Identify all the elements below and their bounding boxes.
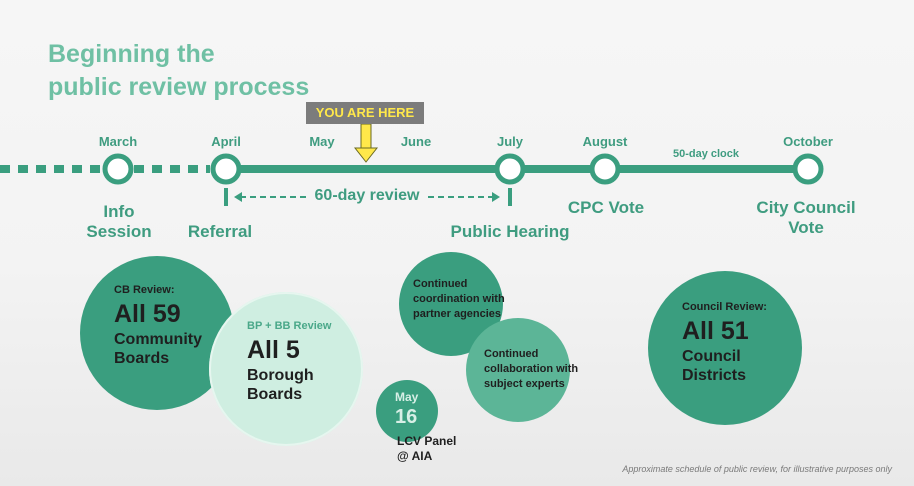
month-april: April bbox=[211, 134, 241, 149]
month-july: July bbox=[496, 134, 524, 149]
bp-review-count: All 5 bbox=[247, 336, 300, 364]
collaboration-bubble: Continued collaboration with subject exp… bbox=[466, 318, 578, 422]
marker-arrow-shaft bbox=[360, 123, 372, 151]
bp-review-head: BP + BB Review bbox=[247, 320, 332, 332]
may-16-bubble: May 16 bbox=[376, 380, 438, 442]
council-review-head: Council Review: bbox=[682, 301, 767, 313]
coordination-text: Continued coordination with partner agen… bbox=[413, 277, 505, 322]
month-june: June bbox=[400, 134, 432, 149]
review-arrowhead-left bbox=[234, 192, 242, 202]
council-review-count: All 51 bbox=[682, 317, 749, 345]
node-april bbox=[210, 153, 242, 185]
node-august bbox=[589, 153, 621, 185]
may-16-month: May bbox=[395, 390, 419, 404]
bp-number: 5 bbox=[285, 336, 300, 364]
council-line-2: Districts bbox=[682, 367, 747, 384]
council-prefix: All bbox=[682, 317, 714, 345]
cb-review-head: CB Review: bbox=[114, 284, 175, 296]
footnote: Approximate schedule of public review, f… bbox=[622, 464, 892, 474]
stage-cpc-vote: CPC Vote bbox=[567, 198, 645, 217]
collaboration-text: Continued collaboration with subject exp… bbox=[484, 347, 578, 392]
bp-bb-review-bubble: BP + BB Review All 5 Borough Boards bbox=[209, 292, 363, 446]
bp-line-1: Borough bbox=[247, 367, 314, 384]
stage-city-council-vote: City Council Vote bbox=[756, 198, 855, 238]
coordination-line-1: Continued bbox=[413, 278, 468, 290]
stage-info-session: Info Session bbox=[86, 202, 151, 242]
bp-prefix: All bbox=[247, 336, 279, 364]
council-line-1: Council bbox=[682, 348, 741, 365]
collaboration-line-3: subject experts bbox=[484, 378, 565, 390]
coordination-line-2: coordination with bbox=[413, 293, 505, 305]
cb-line-1: Community bbox=[114, 331, 202, 348]
may-16-day: 16 bbox=[395, 406, 418, 428]
slide-title: Beginning the public review process bbox=[48, 38, 309, 104]
stage-public-hearing: Public Hearing bbox=[450, 222, 570, 241]
cb-number: 59 bbox=[152, 300, 181, 328]
stage-council-line-1: City Council bbox=[756, 198, 856, 217]
stage-council-line-2: Vote bbox=[788, 218, 824, 237]
node-july bbox=[494, 153, 526, 185]
node-october bbox=[792, 153, 824, 185]
title-line-2: public review process bbox=[48, 73, 310, 101]
you-are-here-badge: YOU ARE HERE bbox=[306, 102, 424, 124]
stage-info-line-1: Info bbox=[103, 202, 135, 221]
stage-referral: Referral bbox=[187, 222, 253, 241]
cb-review-bubble: CB Review: All 59 Community Boards bbox=[80, 256, 234, 410]
month-march: March bbox=[98, 134, 138, 149]
month-august: August bbox=[582, 134, 628, 149]
node-march bbox=[102, 153, 134, 185]
month-may: May bbox=[309, 134, 335, 149]
clock-label: 50-day clock bbox=[672, 148, 740, 160]
cb-review-count: All 59 bbox=[114, 300, 181, 328]
month-october: October bbox=[783, 134, 833, 149]
review-period-label: 60-day review bbox=[314, 187, 420, 204]
title-line-1: Beginning the bbox=[48, 40, 215, 68]
bp-line-2: Boards bbox=[247, 386, 303, 403]
cb-review-label: Community Boards bbox=[114, 330, 202, 368]
collaboration-line-1: Continued bbox=[484, 348, 539, 360]
bp-review-label: Borough Boards bbox=[247, 366, 314, 404]
marker-arrow-head bbox=[353, 147, 379, 163]
lcv-line-2: @ AIA bbox=[397, 449, 433, 463]
collaboration-line-2: collaboration with bbox=[484, 363, 579, 375]
review-arrowhead-right bbox=[492, 192, 500, 202]
cb-line-2: Boards bbox=[114, 350, 170, 367]
council-review-bubble: Council Review: All 51 Council Districts bbox=[648, 271, 802, 425]
coordination-line-3: partner agencies bbox=[413, 308, 502, 320]
council-number: 51 bbox=[720, 317, 749, 345]
lcv-line-1: LCV Panel bbox=[397, 434, 457, 448]
council-review-label: Council Districts bbox=[682, 347, 746, 385]
cb-prefix: All bbox=[114, 300, 146, 328]
stage-info-line-2: Session bbox=[86, 222, 152, 241]
lcv-panel-label: LCV Panel @ AIA bbox=[397, 434, 456, 464]
